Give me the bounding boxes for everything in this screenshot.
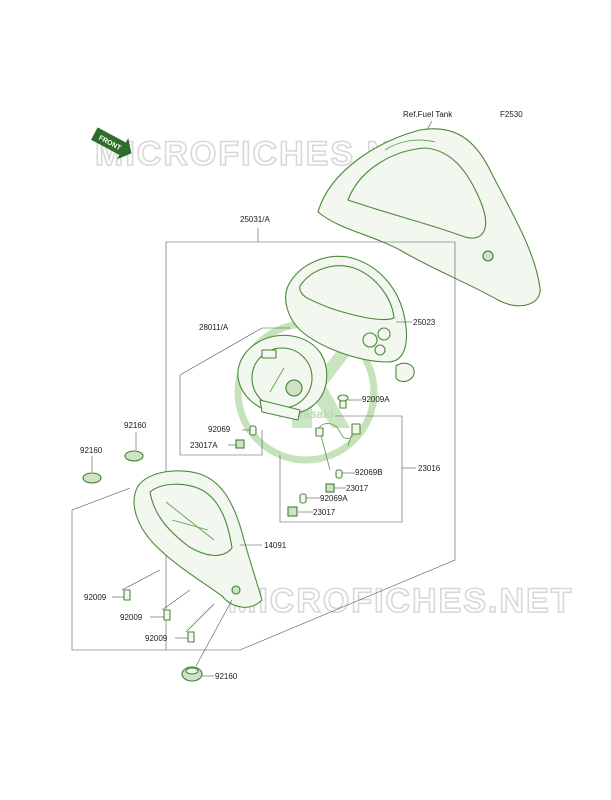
label-23017-a: 23017 (346, 484, 369, 493)
label-92069: 92069 (208, 425, 231, 434)
label-92009A: 92009A (362, 395, 390, 404)
meter-cover-25023 (285, 255, 415, 383)
grommet-92160-c (181, 666, 203, 682)
label-92009-b: 92009 (120, 613, 143, 622)
label-92069A: 92069A (320, 494, 348, 503)
wiring-harness-23016 (315, 423, 361, 471)
label-92160-a: 92160 (124, 421, 147, 430)
bulb-92069A (299, 493, 307, 504)
screw-92009-a (123, 589, 131, 601)
socket-23017A (235, 439, 245, 449)
label-25023: 25023 (413, 318, 436, 327)
label-92069B: 92069B (355, 468, 383, 477)
bolt-92009A (337, 394, 349, 409)
fuel-tank-cover (317, 128, 541, 307)
label-23016: 23016 (418, 464, 441, 473)
grommet-92160-a (124, 450, 144, 462)
bulb-92069B (335, 469, 343, 479)
ref-note: Ref.Fuel Tank (403, 110, 453, 119)
label-28011A: 28011/A (199, 323, 229, 332)
label-92009-a: 92009 (84, 593, 107, 602)
screw-92009-b (163, 609, 171, 621)
grommet-92160-b (82, 472, 102, 484)
socket-23017-a (325, 483, 335, 493)
label-25031A: 25031/A (240, 215, 270, 224)
watermark-bottom: MICROFICHES.NET (228, 582, 573, 620)
label-92009-c: 92009 (145, 634, 168, 643)
figure-code: F2530 (500, 110, 523, 119)
screw-92009-c (187, 631, 195, 643)
label-23017-b: 23017 (313, 508, 336, 517)
label-92160-c: 92160 (215, 672, 238, 681)
label-23017A: 23017A (190, 441, 218, 450)
bulb-92069 (249, 425, 257, 436)
speedometer-28011A (237, 334, 328, 421)
socket-23017-b (287, 506, 298, 517)
label-92160-b: 92160 (80, 446, 103, 455)
label-14091: 14091 (264, 541, 287, 550)
meter-case-14091 (133, 470, 263, 608)
